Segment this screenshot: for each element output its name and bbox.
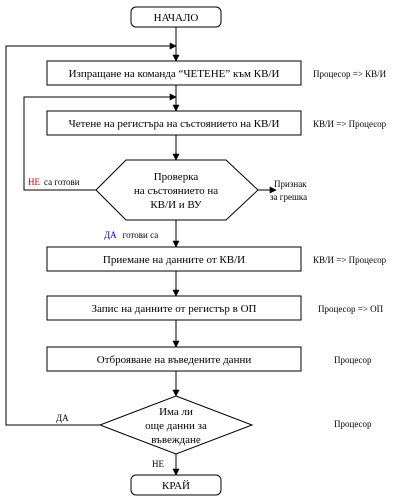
more-data-line-2: още данни за: [145, 420, 207, 432]
status-check-line-3: КВ/И и ВУ: [150, 199, 202, 211]
status-no-text: са готови: [44, 177, 80, 187]
connectors: [5, 27, 277, 476]
step-receive-data-label: Приемане на данните от КВ/И: [103, 254, 245, 266]
step-count-data-label: Отброяване на въведените данни: [97, 354, 252, 366]
step-send-read-command-side: Процесор => КВ/И: [313, 69, 387, 79]
status-no-word: НЕ: [28, 177, 40, 187]
connector-not-ready-loop: [23, 93, 177, 191]
more-data-line-3: въвеждане: [151, 434, 201, 446]
more-data-yes-label: ДА: [56, 413, 69, 423]
start-label: НАЧАЛО: [154, 12, 199, 24]
step-write-to-memory: [46, 295, 302, 321]
status-check-line-1: Проверка: [154, 171, 199, 183]
status-yes-word: ДА: [104, 230, 117, 240]
step-read-status-register-label: Четене на регистъра на състоянието на КВ…: [69, 118, 280, 130]
step-read-status-register-side: КВ/И => Процесор: [313, 119, 387, 129]
error-signal-label-2: за грешка: [270, 192, 307, 202]
end-label: КРАЙ: [162, 480, 190, 492]
error-signal-label-1: Признак: [274, 179, 307, 189]
step-receive-data-side: КВ/И => Процесор: [313, 255, 387, 265]
more-data-side: Процесор: [334, 419, 372, 429]
status-yes-text: готови са: [123, 230, 159, 240]
step-write-to-memory-side: Процесор => ОП: [318, 304, 384, 314]
connector-more-data-loop: [5, 42, 177, 426]
status-ready-label: ДА готови са: [104, 230, 158, 240]
step-send-read-command: [46, 60, 302, 86]
more-data-line-1: Има ли: [159, 406, 193, 418]
more-data-no-label: НЕ: [152, 459, 164, 469]
status-not-ready-label: НЕ са готови: [28, 177, 80, 187]
status-check-line-2: на състоянието на: [134, 185, 218, 197]
step-count-data-side: Процесор: [334, 355, 372, 365]
step-count-data: [46, 346, 302, 372]
step-send-read-command-label: Изпращане на команда “ЧЕТЕНЕ” към КВ/И: [69, 68, 280, 80]
step-write-to-memory-label: Запис на данните от регистър в ОП: [92, 303, 257, 315]
